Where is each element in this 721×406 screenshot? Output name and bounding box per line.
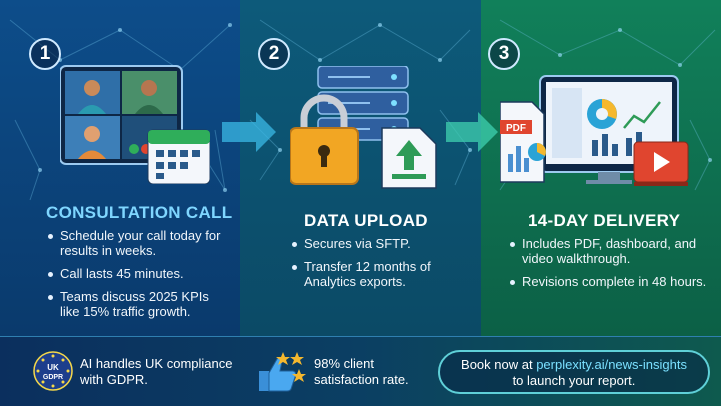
step-1-title: CONSULTATION CALL bbox=[46, 203, 233, 222]
step-2-number: 2 bbox=[258, 38, 290, 70]
list-item: Schedule your call today for results in … bbox=[46, 228, 226, 258]
step-3-title: 14-DAY DELIVERY bbox=[528, 211, 681, 230]
thumbs-up-stars-icon bbox=[259, 352, 306, 392]
cta-suffix: to launch your report. bbox=[512, 373, 636, 388]
list-item: Secures via SFTP. bbox=[290, 236, 470, 251]
pdf-label: PDF bbox=[506, 123, 526, 134]
video-call-grid-icon bbox=[60, 65, 210, 184]
cta-link[interactable]: perplexity.ai/news-insights bbox=[536, 357, 687, 372]
cta-prefix: Book now at bbox=[461, 357, 537, 372]
list-item: Revisions complete in 48 hours. bbox=[508, 274, 708, 289]
server-stack-icon bbox=[290, 66, 437, 189]
step-1-number: 1 bbox=[29, 38, 61, 70]
step-1-list: Schedule your call today for results in … bbox=[46, 228, 226, 327]
compliance-text: AI handles UK compliance with GDPR. bbox=[80, 356, 233, 387]
badge-gdpr-text: GDPR bbox=[43, 374, 63, 381]
step-2-title: DATA UPLOAD bbox=[304, 211, 428, 230]
uk-gdpr-badge-icon: UK GDPR bbox=[33, 351, 73, 391]
list-item: Includes PDF, dashboard, and video walkt… bbox=[508, 236, 708, 266]
badge-uk-text: UK bbox=[47, 363, 59, 372]
dashboard-monitor-icon: PDF bbox=[500, 75, 689, 186]
list-item: Transfer 12 months of Analytics exports. bbox=[290, 259, 470, 289]
satisfaction-text: 98% client satisfaction rate. bbox=[314, 356, 409, 387]
step-3-list: Includes PDF, dashboard, and video walkt… bbox=[508, 236, 708, 297]
list-item: Teams discuss 2025 KPIs like 15% traffic… bbox=[46, 289, 226, 319]
list-item: Call lasts 45 minutes. bbox=[46, 266, 226, 281]
book-now-button[interactable]: Book now at perplexity.ai/news-insights … bbox=[438, 350, 710, 394]
step-3-number: 3 bbox=[488, 38, 520, 70]
step-2-list: Secures via SFTP. Transfer 12 months of … bbox=[290, 236, 470, 297]
